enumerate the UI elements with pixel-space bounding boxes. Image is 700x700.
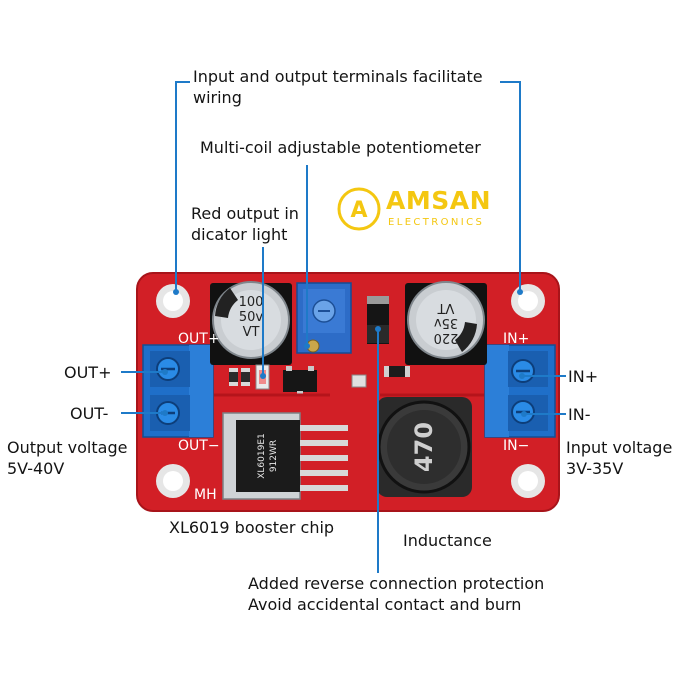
- silk-in-plus: IN+: [503, 331, 529, 347]
- cap-left-rating: 100: [239, 295, 264, 310]
- cap-right-rating: 220: [434, 330, 459, 345]
- input-terminal-block: [484, 344, 556, 438]
- silk-out-minus: OUT−: [178, 438, 220, 454]
- mounting-hole-top-right: [511, 284, 545, 318]
- silk-mh: MH: [194, 487, 217, 503]
- callout-input-voltage: Input voltage: [566, 438, 673, 457]
- callout-in-plus: IN+: [568, 367, 599, 386]
- silk-out-plus: OUT+: [178, 331, 220, 347]
- capacitor-right: 220 35v VT: [405, 281, 487, 365]
- mounting-hole-top-left: [156, 284, 190, 318]
- chip-marking-2: 912WR: [269, 440, 279, 472]
- inductor-marking: 470: [410, 422, 438, 472]
- amsan-logo-icon: A: [337, 187, 381, 231]
- potentiometer: [296, 282, 352, 354]
- callout-lines: [121, 81, 566, 573]
- callout-input-range: 3V-35V: [566, 459, 624, 478]
- callout-protection-1: Added reverse connection protection: [248, 574, 545, 593]
- callout-output-voltage: Output voltage: [7, 438, 128, 457]
- cap-right-brand: VT: [438, 300, 455, 315]
- inductor: 470: [377, 397, 472, 497]
- brand-name: AMSAN: [386, 186, 492, 215]
- callout-indicator: Red output in dicator light: [191, 204, 299, 244]
- output-terminal-block: [142, 344, 214, 438]
- cap-right-voltage: 35v: [434, 315, 459, 330]
- cap-left-voltage: 50v: [239, 310, 264, 325]
- silk-in-minus: IN−: [503, 438, 529, 454]
- svg-text:A: A: [350, 198, 367, 223]
- callout-chip: XL6019 booster chip: [169, 518, 335, 537]
- cap-left-brand: VT: [243, 325, 260, 340]
- callout-output-range: 5V-40V: [7, 459, 65, 478]
- mounting-hole-bottom-left: [156, 464, 190, 498]
- callout-protection-2: Avoid accidental contact and burn: [248, 595, 522, 614]
- callout-potentiometer: Multi-coil adjustable potentiometer: [200, 138, 481, 157]
- xl6019-chip: XL6019E1 912WR: [222, 412, 348, 500]
- callout-out-plus: OUT+: [64, 363, 112, 382]
- callout-in-minus: IN-: [568, 405, 591, 424]
- smd-transistor: [283, 370, 317, 392]
- callout-terminals: Input and output terminals facilitate wi…: [193, 67, 483, 107]
- brand-subtitle: ELECTRONICS: [388, 217, 485, 228]
- callout-out-minus: OUT-: [70, 404, 109, 423]
- chip-marking-1: XL6019E1: [257, 433, 267, 479]
- capacitor-left: 100 50v VT: [210, 281, 292, 365]
- mounting-hole-bottom-right: [511, 464, 545, 498]
- callout-inductance: Inductance: [403, 531, 492, 550]
